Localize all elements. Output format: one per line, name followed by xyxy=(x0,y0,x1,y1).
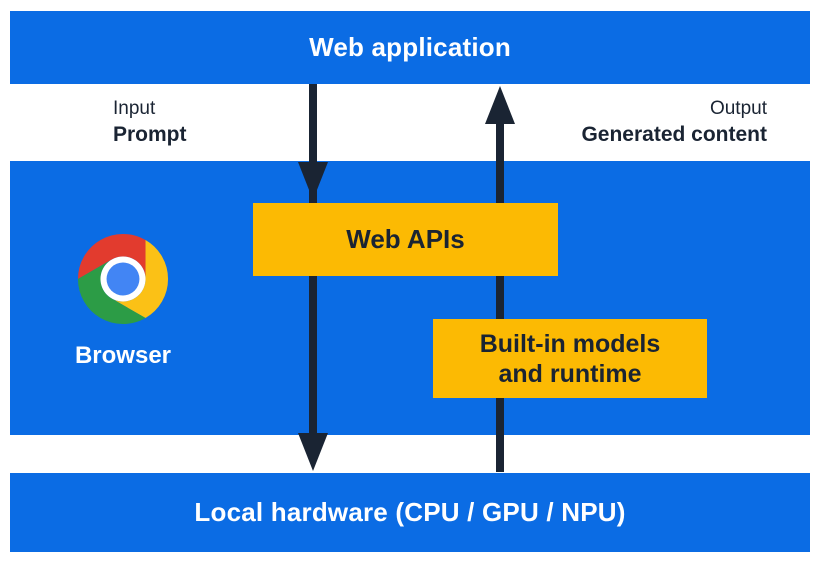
input-value: Prompt xyxy=(113,123,187,146)
built-in-models-box: Built-in models and runtime xyxy=(433,319,707,398)
web-application-bar: Web application xyxy=(10,11,810,84)
local-hardware-bar: Local hardware (CPU / GPU / NPU) xyxy=(10,473,810,552)
web-apis-label: Web APIs xyxy=(346,224,465,254)
web-application-label: Web application xyxy=(309,32,511,62)
input-title: Input xyxy=(113,98,156,119)
input-label-group: Input Prompt xyxy=(113,98,187,147)
prompt-down-arrow-icon xyxy=(298,84,328,471)
output-value: Generated content xyxy=(581,123,767,146)
output-label-group: Output Generated content xyxy=(581,98,767,147)
generated-content-up-arrow-icon xyxy=(485,86,515,472)
built-in-models-label-line2: and runtime xyxy=(498,359,642,388)
output-title: Output xyxy=(709,98,767,119)
chrome-logo-icon xyxy=(77,233,168,325)
built-in-models-label-line1: Built-in models xyxy=(479,329,661,358)
web-apis-box: Web APIs xyxy=(253,203,558,276)
local-hardware-label: Local hardware (CPU / GPU / NPU) xyxy=(194,497,626,527)
browser-label: Browser xyxy=(74,342,172,369)
